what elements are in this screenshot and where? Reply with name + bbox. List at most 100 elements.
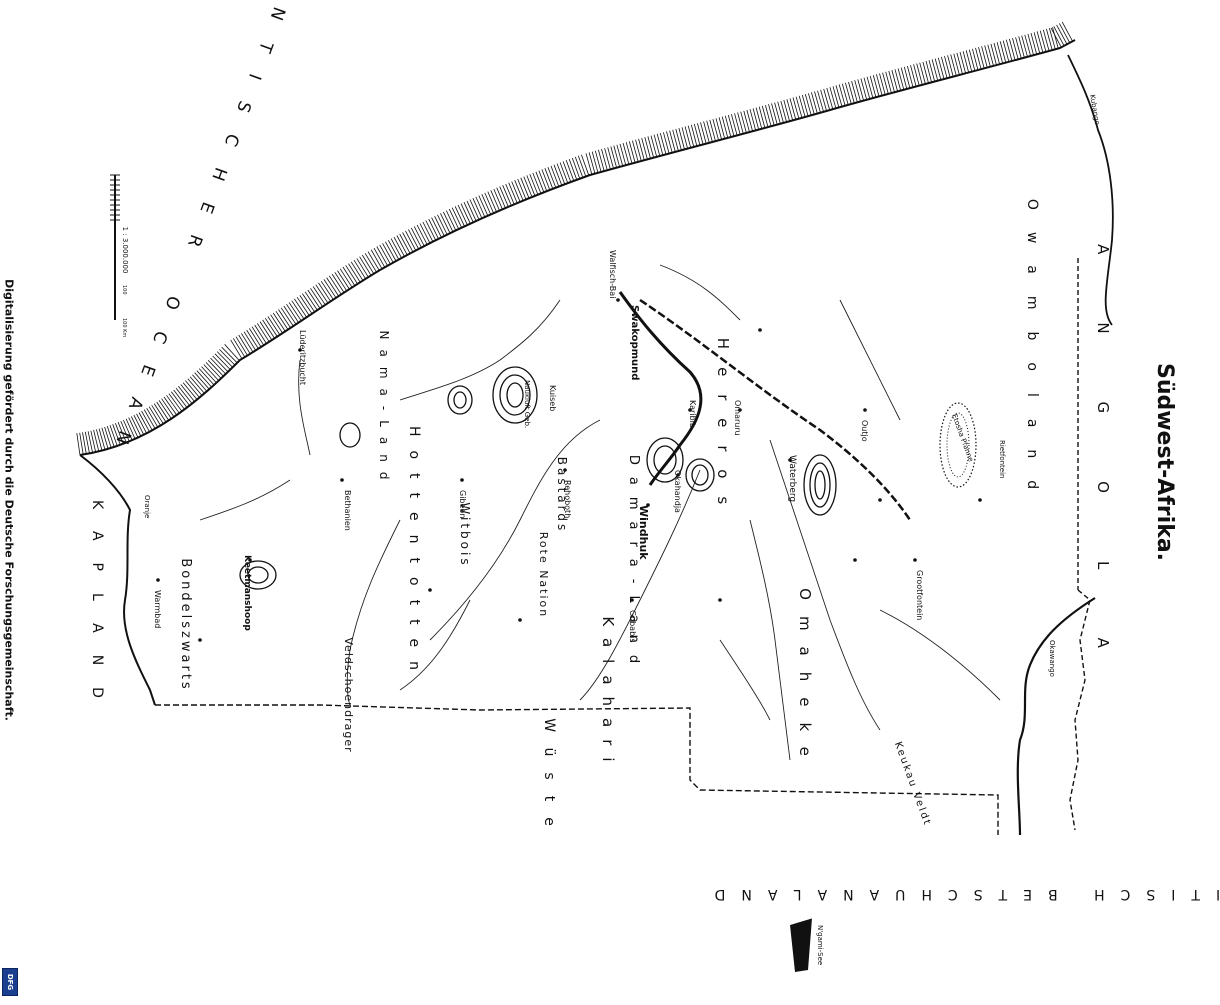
coast-hatch xyxy=(888,70,895,93)
coast-hatch xyxy=(499,186,509,207)
coast-hatch xyxy=(768,104,775,126)
coast-hatch xyxy=(907,65,914,88)
coast-hatch xyxy=(625,142,633,164)
coast-hatch xyxy=(835,85,843,107)
coast-hatch xyxy=(553,164,563,186)
coast-hatch xyxy=(804,93,812,116)
coast-hatch xyxy=(529,173,539,195)
coast-hatch xyxy=(532,172,542,194)
place-waterberg: Waterberg xyxy=(787,455,797,502)
coast-hatch xyxy=(101,427,109,450)
coast-hatch xyxy=(975,47,982,70)
coast-hatch xyxy=(869,75,877,98)
settlement-dot xyxy=(460,478,464,482)
coast-hatch xyxy=(304,291,318,311)
settlement-dot xyxy=(340,478,344,482)
coast-hatch xyxy=(718,117,726,139)
coast-hatch xyxy=(891,69,898,92)
coast-hatch xyxy=(1018,36,1025,58)
coast-hatch xyxy=(574,156,584,178)
coast-hatch xyxy=(396,235,408,256)
coast-hatch xyxy=(219,349,236,366)
coast-hatch xyxy=(230,339,243,360)
coast-hatch xyxy=(326,277,339,297)
coast-hatch xyxy=(882,72,889,95)
coast-hatch xyxy=(734,113,741,135)
oranje-river xyxy=(79,454,156,706)
dfg-logo: DFG xyxy=(2,968,18,996)
coast-hatch xyxy=(872,74,880,97)
coast-hatch xyxy=(1052,27,1059,49)
region-kapland: KAPLAND xyxy=(89,500,105,720)
scale-end: 100 Km xyxy=(121,318,127,337)
coast-hatch xyxy=(350,261,364,281)
coast-hatch xyxy=(123,419,133,441)
coast-hatch xyxy=(264,317,278,337)
coast-hatch xyxy=(829,87,837,109)
coast-hatch xyxy=(712,118,719,141)
coast-hatch xyxy=(235,336,248,356)
coast-hatch xyxy=(348,263,361,283)
coast-hatch xyxy=(148,406,161,426)
place-windhuk: Windhuk xyxy=(637,505,650,560)
coast-hatch xyxy=(857,79,864,101)
coast-hatch xyxy=(323,279,337,299)
settlement-dot xyxy=(738,408,742,412)
coast-hatch xyxy=(294,298,307,318)
coast-hatch xyxy=(478,195,489,216)
betschuanaland-boundary xyxy=(155,704,999,835)
coast-hatch xyxy=(128,417,139,438)
coast-hatch xyxy=(310,288,323,307)
coast-hatch xyxy=(709,119,716,142)
place-warmbad: Warmbad xyxy=(153,590,162,628)
digitization-credit: Digitalisierung gefördert durch die Deut… xyxy=(2,279,16,721)
coast-hatch xyxy=(684,126,692,148)
coast-hatch xyxy=(136,413,147,434)
coast-hatch xyxy=(353,259,366,280)
coast-hatch xyxy=(619,143,627,166)
settlement-markers xyxy=(156,298,982,642)
coast-hatch xyxy=(594,150,602,173)
coast-hatch xyxy=(367,251,380,271)
coast-hatch xyxy=(216,351,233,368)
coast-hatch xyxy=(153,403,167,423)
place-oranje: Oranje xyxy=(143,495,151,518)
coast-hatch xyxy=(632,140,639,162)
coast-hatch xyxy=(984,45,991,67)
coast-hatch xyxy=(163,396,178,416)
river-network xyxy=(199,264,1001,761)
coast-hatch xyxy=(903,66,911,89)
place-grootfontein: Grootfontein xyxy=(915,570,924,620)
coastline-hatching xyxy=(76,21,1076,456)
coast-hatch xyxy=(125,418,136,440)
coast-hatch xyxy=(669,130,676,153)
coast-hatch xyxy=(1053,26,1065,46)
coast-hatch xyxy=(413,226,425,247)
coast-hatch xyxy=(448,208,460,230)
coast-hatch xyxy=(141,410,153,431)
region-rotenation: Rote Nation xyxy=(537,532,550,619)
coast-hatch xyxy=(493,188,503,210)
coast-hatch xyxy=(941,56,948,79)
coast-hatch xyxy=(291,300,305,320)
coast-hatch xyxy=(379,244,391,265)
place-outjo: Outjo xyxy=(860,420,869,442)
place-karibib: Karibib xyxy=(688,400,697,428)
coast-hatch xyxy=(798,95,806,118)
region-owamboland: Owamboland xyxy=(1024,199,1040,511)
coast-hatch xyxy=(207,360,224,377)
settlement-dot xyxy=(788,458,792,462)
coast-hatch xyxy=(638,138,645,161)
coast-hatch xyxy=(697,123,704,145)
place-swakopmund: Swakopmund xyxy=(629,305,640,380)
coast-hatch xyxy=(968,49,976,72)
coast-hatch xyxy=(900,67,908,90)
coast-hatch xyxy=(98,428,106,450)
coast-hatch xyxy=(90,430,97,453)
coast-hatch xyxy=(848,81,855,104)
coast-hatch xyxy=(944,55,951,78)
coast-hatch xyxy=(283,305,297,325)
etosha-pan xyxy=(939,402,977,488)
place-labels: Windhuk Swakopmund Walfisch-Bai Keetmans… xyxy=(143,94,1101,965)
